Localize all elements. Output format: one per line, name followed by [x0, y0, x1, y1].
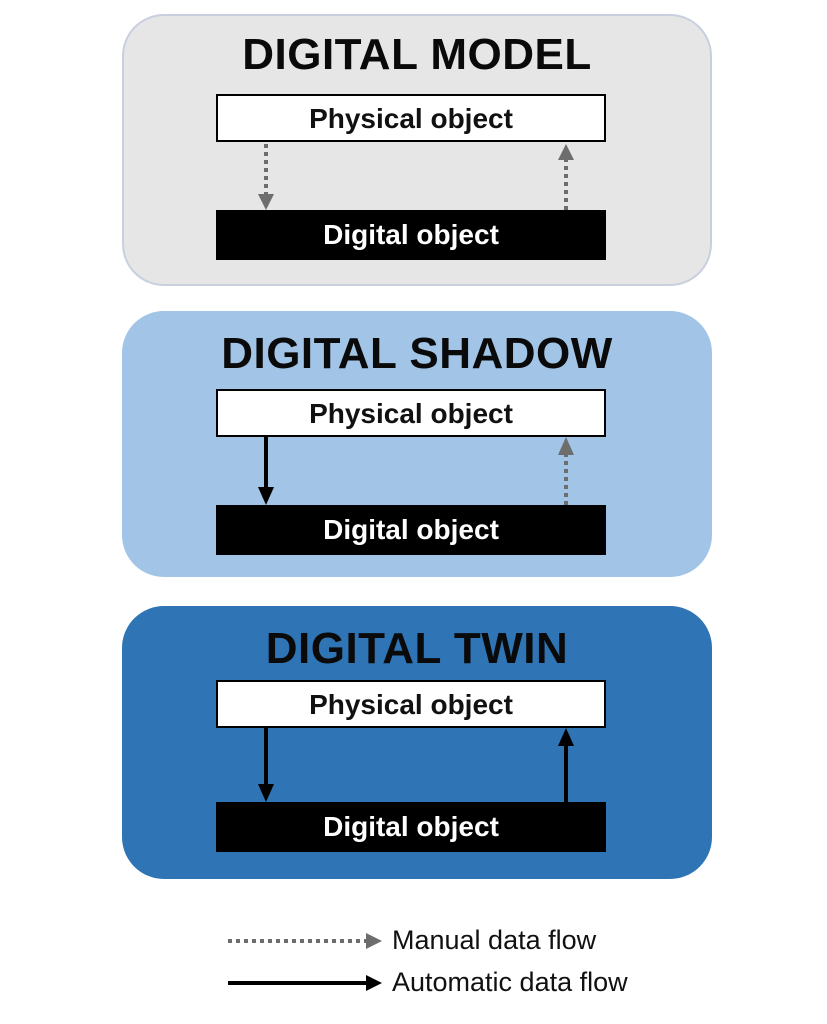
panel-title: DIGITAL SHADOW	[221, 329, 613, 378]
automatic-down-arrow	[258, 728, 274, 802]
manual-up-arrow	[558, 144, 574, 210]
manual-down-arrow	[258, 144, 274, 210]
flow-arrows	[258, 144, 574, 210]
physical-object-box: Physical object	[216, 389, 606, 437]
digital-shadow-panel: DIGITAL SHADOW Physical object Digital o…	[122, 311, 712, 577]
automatic-up-arrow	[558, 728, 574, 802]
digital-object-box: Digital object	[216, 802, 606, 852]
solid-arrow-icon	[228, 975, 382, 991]
digital-object-box: Digital object	[216, 210, 606, 260]
digital-model-panel: DIGITAL MODEL Physical object Digital ob…	[122, 14, 712, 286]
legend-automatic-label: Automatic data flow	[392, 967, 628, 997]
flow-arrows	[258, 437, 574, 505]
panel-title: DIGITAL TWIN	[265, 624, 569, 673]
flow-arrows	[258, 728, 574, 802]
digital-twin-panel: DIGITAL TWIN Physical object Digital obj…	[122, 606, 712, 879]
manual-up-arrow	[558, 437, 574, 505]
dotted-arrow-icon	[228, 933, 382, 949]
panel-title: DIGITAL MODEL	[242, 30, 592, 79]
digital-object-box: Digital object	[216, 505, 606, 555]
physical-object-box: Physical object	[216, 680, 606, 728]
legend: Manual data flow Automatic data flow	[226, 920, 686, 1010]
physical-object-box: Physical object	[216, 94, 606, 142]
automatic-down-arrow	[258, 437, 274, 505]
legend-manual-label: Manual data flow	[392, 925, 597, 955]
